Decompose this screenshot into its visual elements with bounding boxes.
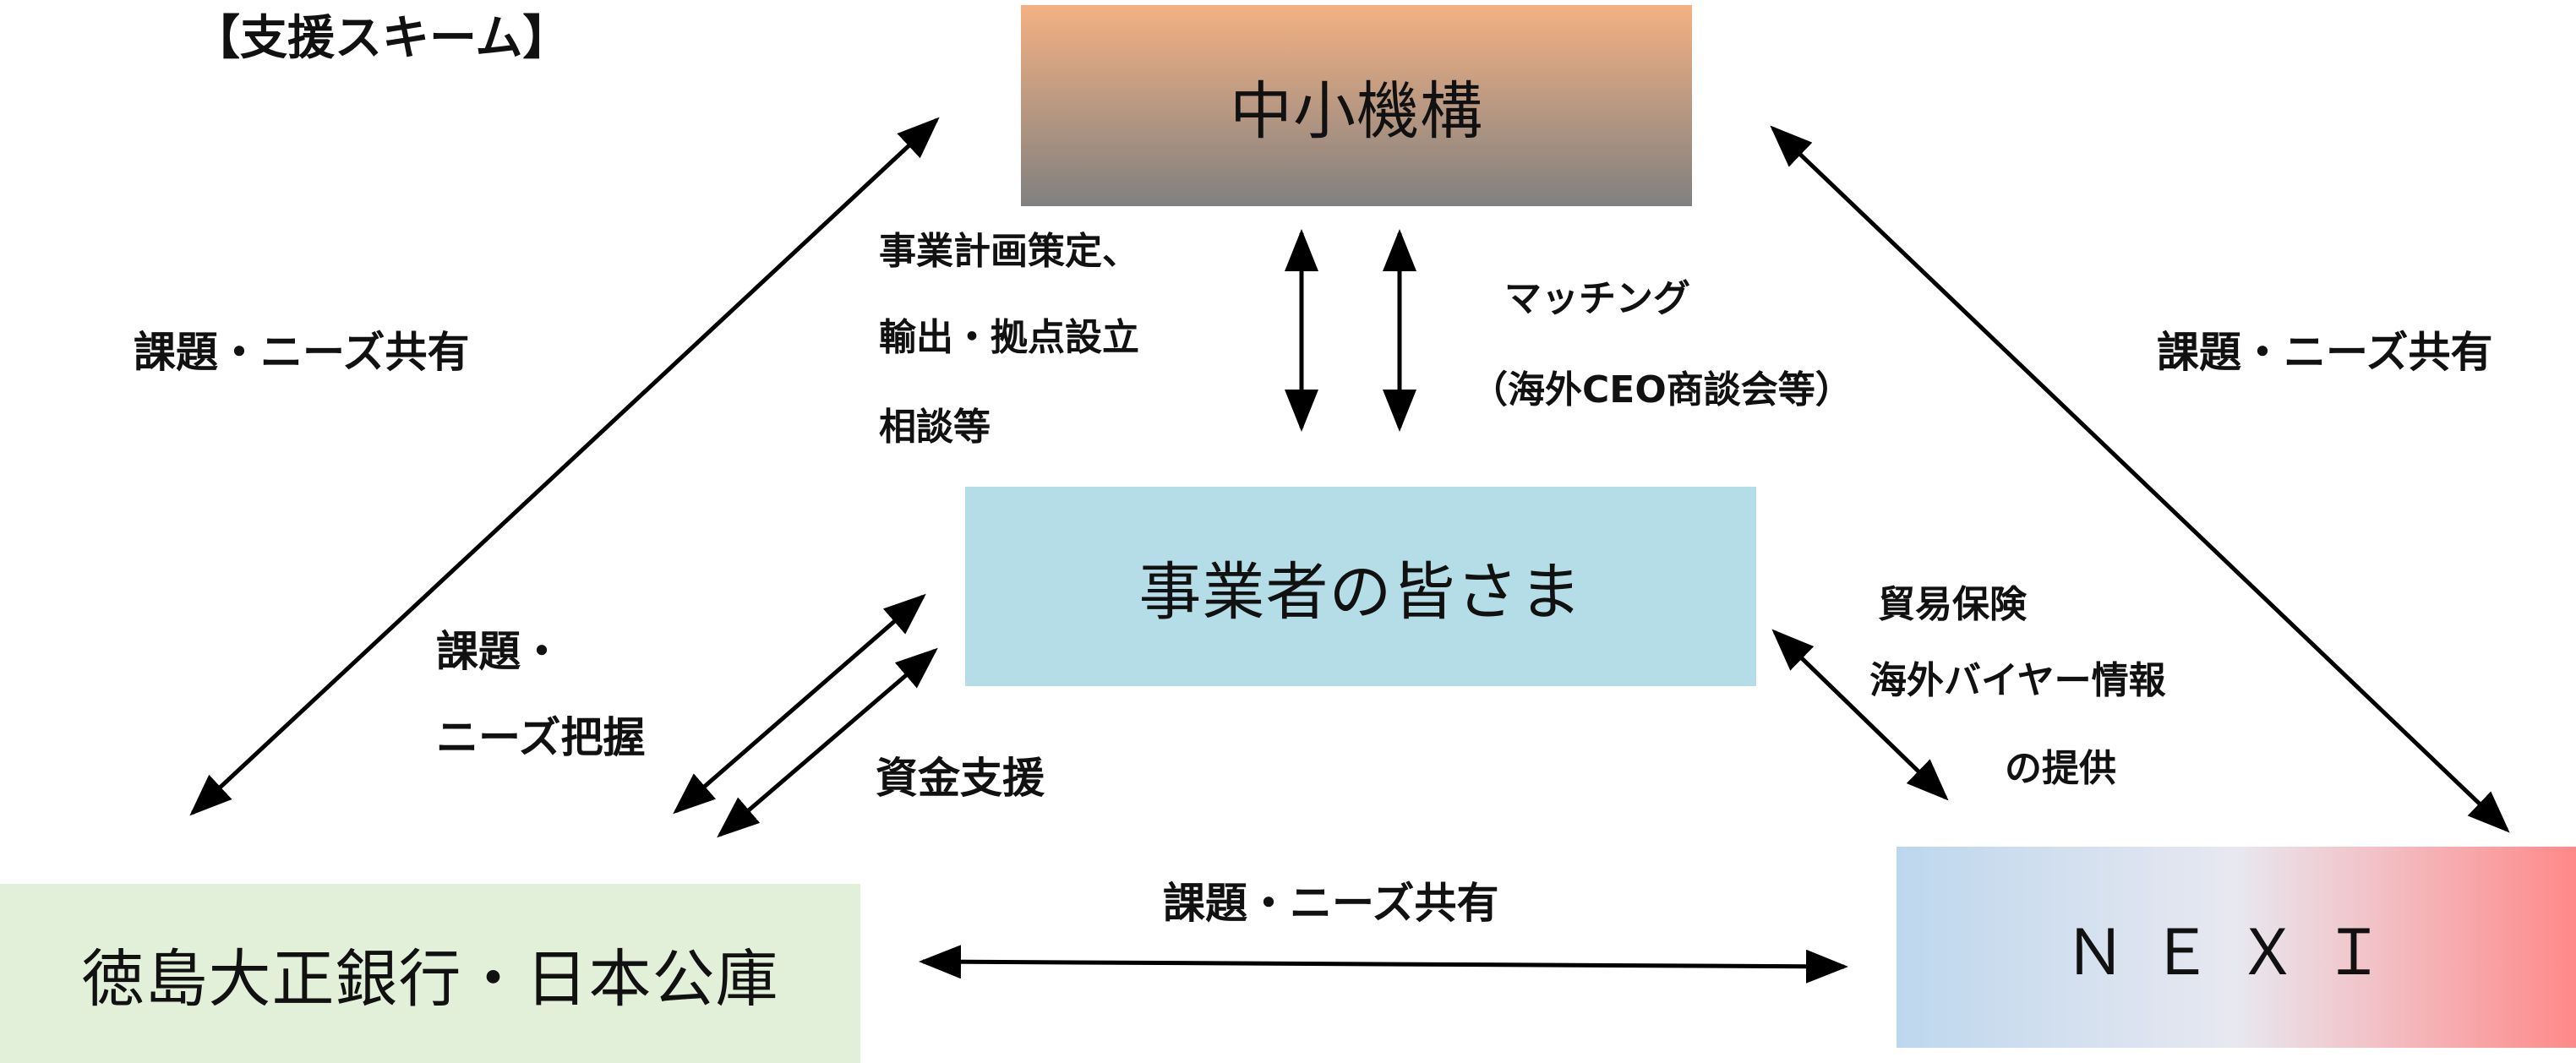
node-nexi: ＮＥＸＩ [1897,847,2576,1048]
node-smrj-label: 中小機構 [1230,74,1483,148]
node-nexi-label: ＮＥＸＩ [2064,916,2409,989]
label-matching-line2: （海外CEO商談会等） [1471,368,1853,412]
label-consult-line2: 輸出・拠点設立 [879,316,1139,359]
label-grasp-line1: 課題・ [436,627,563,676]
arrow-bank-business-funding [717,647,938,838]
node-bank: 徳島大正銀行・日本公庫 [0,884,860,1063]
arrow-smrj-nexi [1770,125,2510,833]
label-nexi-line1: 貿易保険 [1878,583,2027,626]
node-bank-label: 徳島大正銀行・日本公庫 [81,942,779,1016]
label-matching-line1: マッチング [1504,277,1690,320]
node-business-label: 事業者の皆さま [1138,555,1583,629]
arrow-smrj-bank [189,117,940,816]
label-consult-line1: 事業計画策定、 [879,230,1139,273]
label-nexi-line2: 海外バイヤー情報 [1869,659,2166,702]
label-funding: 資金支援 [876,754,1045,803]
arrow-bank-nexi [919,945,1848,984]
node-smrj: 中小機構 [1021,5,1692,206]
label-nexi-line3: の提供 [2005,747,2116,790]
label-grasp-line2: ニーズ把握 [436,713,646,762]
label-share-left: 課題・ニーズ共有 [134,328,470,377]
label-consult-line3: 相談等 [879,406,991,449]
label-share-bottom: 課題・ニーズ共有 [1163,879,1499,928]
label-share-right: 課題・ニーズ共有 [2157,328,2493,377]
node-business: 事業者の皆さま [965,487,1756,686]
arrow-business-nexi [1771,629,1949,801]
diagram-title: 【支援スキーム】 [193,11,570,66]
